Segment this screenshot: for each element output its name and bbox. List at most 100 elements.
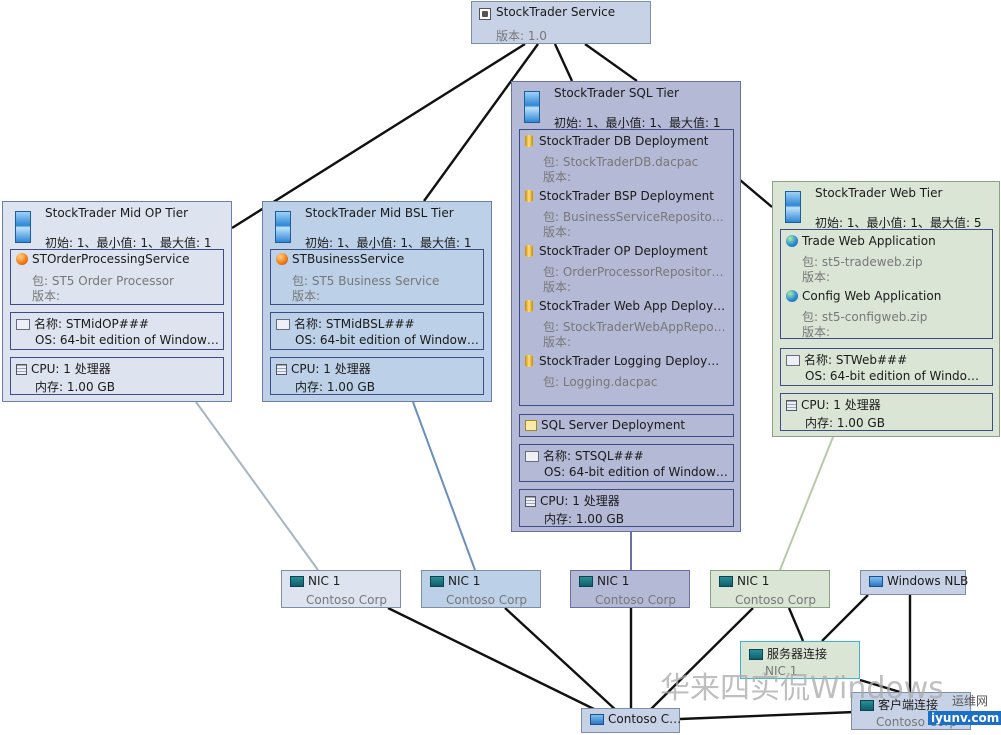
server-tier-icon <box>275 211 291 243</box>
globe-icon <box>786 290 798 302</box>
hardware-box[interactable]: CPU: 1 处理器 内存: 1.00 GB <box>519 489 734 527</box>
hardware-box[interactable]: CPU: 1 处理器 内存: 1.00 GB <box>780 393 993 431</box>
web-app-name[interactable]: Trade Web Application <box>786 234 936 248</box>
deployment-name[interactable]: StockTrader Logging Deploym… <box>525 354 730 368</box>
os-box[interactable]: 名称: STWeb### OS: 64-bit edition of Windo… <box>780 348 993 386</box>
nic-node[interactable]: NIC 1 Contoso Corp <box>570 570 690 608</box>
hw-memory: 内存: 1.00 GB <box>35 380 115 394</box>
tier-name: StockTrader Mid BSL Tier <box>305 206 454 220</box>
deployment-name[interactable]: StockTrader Web App Deploy… <box>525 299 730 313</box>
nic-node[interactable]: NIC 1 Contoso Corp <box>281 570 401 608</box>
os-icon <box>16 319 30 330</box>
os-icon <box>276 319 290 330</box>
host-name: 名称: STMidBSL### <box>276 315 415 332</box>
nic-icon <box>860 700 874 711</box>
nic-name: NIC 1 <box>719 574 769 588</box>
os-icon <box>525 451 539 462</box>
app-box[interactable]: STBusinessService 包: ST5 Business Servic… <box>270 249 484 305</box>
globe-icon <box>786 235 798 247</box>
nic-name: NIC 1 <box>290 574 340 588</box>
nic-network: Contoso Corp <box>306 593 388 607</box>
tier-mid-op[interactable]: StockTrader Mid OP Tier 初始: 1、最小值: 1、最大值… <box>2 201 232 402</box>
network-node[interactable]: Contoso C… <box>581 708 681 733</box>
sql-server-box[interactable]: SQL Server Deployment <box>519 414 734 437</box>
cpu-icon <box>276 364 287 375</box>
web-app-version: 版本: <box>802 270 831 284</box>
service-app-icon <box>16 253 28 265</box>
hw-cpu: CPU: 1 处理器 <box>786 396 881 413</box>
sql-server-icon <box>525 420 537 431</box>
database-icon <box>525 190 533 202</box>
service-icon <box>479 8 491 20</box>
network-name: Contoso C… <box>590 712 681 726</box>
app-version: 版本: <box>32 289 61 303</box>
tier-mid-bsl[interactable]: StockTrader Mid BSL Tier 初始: 1、最小值: 1、最大… <box>262 201 492 402</box>
hw-cpu: CPU: 1 处理器 <box>16 360 111 377</box>
deployment-version: 版本: <box>543 170 572 184</box>
host-os: OS: 64-bit edition of Window… <box>295 333 479 347</box>
app-name: STOrderProcessingService <box>16 252 189 266</box>
host-name: 名称: STSQL### <box>525 447 644 464</box>
nlb-node[interactable]: Windows NLB <box>860 570 968 595</box>
cpu-icon <box>16 364 27 375</box>
deployments-box[interactable]: StockTrader DB Deployment 包: StockTrader… <box>519 129 734 406</box>
watermark-site-bottom: iyunv.com <box>928 711 1001 725</box>
os-box[interactable]: 名称: STMidBSL### OS: 64-bit edition of Wi… <box>270 312 484 350</box>
nic-network: Contoso Corp <box>446 593 528 607</box>
deployment-name[interactable]: StockTrader DB Deployment <box>525 134 730 148</box>
os-icon <box>786 355 800 366</box>
tier-instances: 初始: 1、最小值: 1、最大值: 5 <box>815 216 982 230</box>
host-name: 名称: STMidOP### <box>16 315 149 332</box>
app-version: 版本: <box>292 289 321 303</box>
server-connection-sub: NIC 1 <box>765 664 798 678</box>
sql-server-deployment: SQL Server Deployment <box>525 418 685 432</box>
deployment-version: 版本: <box>543 225 572 239</box>
nic-name: NIC 1 <box>579 574 629 588</box>
host-os: OS: 64-bit edition of Window… <box>544 465 728 479</box>
web-apps-box[interactable]: Trade Web Application 包: st5-tradeweb.zi… <box>780 229 993 339</box>
nic-icon <box>579 576 593 587</box>
tier-instances: 初始: 1、最小值: 1、最大值: 1 <box>45 236 212 250</box>
network-icon <box>590 714 604 725</box>
tier-sql[interactable]: StockTrader SQL Tier 初始: 1、最小值: 1、最大值: 1… <box>511 81 741 532</box>
database-icon <box>525 300 533 312</box>
host-name: 名称: STWeb### <box>786 351 907 368</box>
os-box[interactable]: 名称: STMidOP### OS: 64-bit edition of Win… <box>10 312 224 350</box>
service-node[interactable]: StockTrader Service 版本: 1.0 <box>471 1 651 44</box>
deployment-name[interactable]: StockTrader OP Deployment <box>525 244 730 258</box>
nic-name: NIC 1 <box>430 574 480 588</box>
load-balancer-icon <box>869 576 883 587</box>
nic-icon <box>430 576 444 587</box>
hw-memory: 内存: 1.00 GB <box>544 512 624 526</box>
hw-cpu: CPU: 1 处理器 <box>276 360 371 377</box>
deployment-version: 版本: <box>543 280 572 294</box>
tier-web[interactable]: StockTrader Web Tier 初始: 1、最小值: 1、最大值: 5… <box>772 181 1000 437</box>
nic-node[interactable]: NIC 1 Contoso Corp <box>421 570 541 608</box>
hw-cpu: CPU: 1 处理器 <box>525 492 620 509</box>
cpu-icon <box>525 496 536 507</box>
service-version: 版本: 1.0 <box>496 29 547 43</box>
nic-node[interactable]: NIC 1 Contoso Corp <box>710 570 830 608</box>
watermark-text: 华来四实侃Windows <box>660 671 944 706</box>
web-app-name[interactable]: Config Web Application <box>786 289 941 303</box>
service-app-icon <box>276 253 288 265</box>
nic-icon <box>719 576 733 587</box>
nic-icon <box>749 649 763 660</box>
service-name: StockTrader Service <box>496 5 616 19</box>
hardware-box[interactable]: CPU: 1 处理器 内存: 1.00 GB <box>270 357 484 395</box>
nic-network: Contoso Corp <box>735 593 817 607</box>
server-tier-icon <box>524 91 540 123</box>
database-icon <box>525 245 533 257</box>
server-connection-node[interactable]: 服务器连接 NIC 1 <box>740 641 860 679</box>
app-name: STBusinessService <box>276 252 404 266</box>
app-box[interactable]: STOrderProcessingService 包: ST5 Order Pr… <box>10 249 224 305</box>
deployment-name[interactable]: StockTrader BSP Deployment <box>525 189 730 203</box>
os-box[interactable]: 名称: STSQL### OS: 64-bit edition of Windo… <box>519 444 734 482</box>
tier-name: StockTrader Web Tier <box>815 186 943 200</box>
web-app-version: 版本: <box>802 325 831 339</box>
hw-memory: 内存: 1.00 GB <box>295 380 375 394</box>
watermark-site-top: 运维网 <box>952 694 989 708</box>
hardware-box[interactable]: CPU: 1 处理器 内存: 1.00 GB <box>10 357 224 395</box>
nic-network: Contoso Corp <box>595 593 677 607</box>
deployment-version: 版本: <box>543 335 572 349</box>
